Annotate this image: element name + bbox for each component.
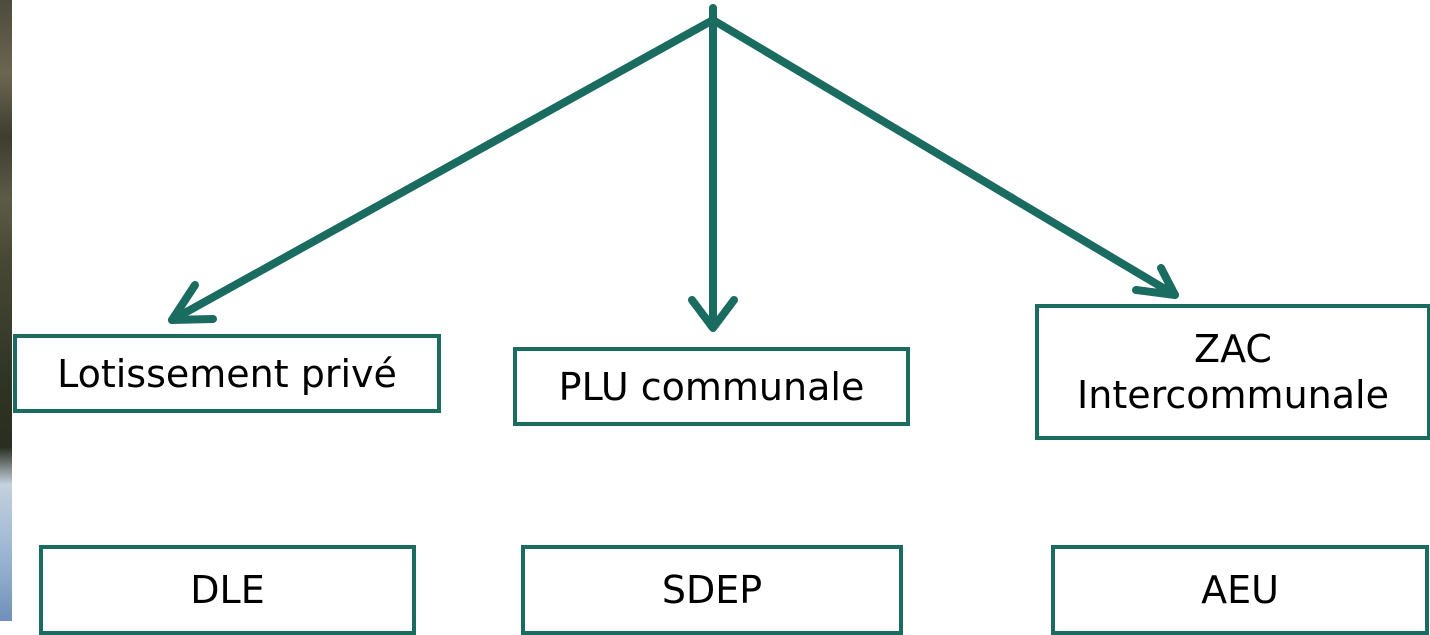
box-dle-label: DLE: [190, 568, 265, 612]
box-sdep: SDEP: [521, 545, 903, 635]
box-plu-communale: PLU communale: [513, 347, 910, 426]
box-plu-communale-label: PLU communale: [558, 364, 865, 409]
box-dle: DLE: [39, 545, 416, 635]
box-aeu-label: AEU: [1201, 568, 1279, 612]
arrow-to-lotissement: [168, 16, 717, 324]
arrowhead-zac: [1132, 264, 1179, 299]
arrowhead-plu: [688, 296, 738, 332]
box-zac-intercommunale-label: ZAC Intercommunale: [1077, 327, 1389, 417]
arrow-to-zac: [709, 16, 1179, 299]
background-photo-strip: [0, 0, 12, 621]
box-lotissement-prive: Lotissement privé: [13, 334, 441, 413]
box-sdep-label: SDEP: [661, 568, 763, 612]
box-zac-intercommunale: ZAC Intercommunale: [1035, 304, 1430, 440]
arrowhead-lotissement: [168, 281, 217, 324]
arrow-connectors: [168, 4, 1179, 332]
box-aeu: AEU: [1051, 545, 1429, 635]
box-lotissement-prive-label: Lotissement privé: [57, 351, 397, 396]
